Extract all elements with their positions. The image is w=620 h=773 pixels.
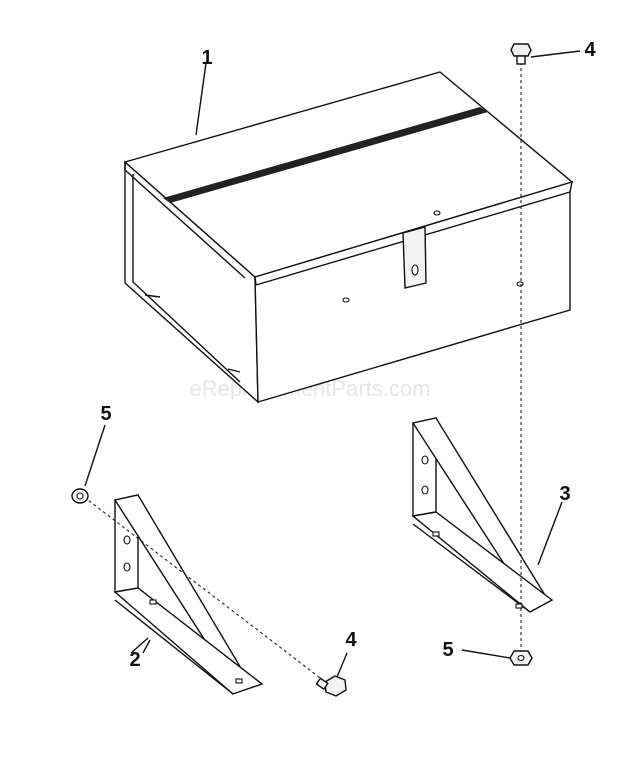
leader-4-bottom [336, 652, 348, 678]
leader-2b [130, 637, 149, 654]
left-bracket [113, 494, 264, 695]
box-hole-top [433, 210, 441, 216]
bolt-bottom-shank [315, 677, 329, 691]
callout-3: 3 [559, 483, 570, 505]
callout-4-top: 4 [584, 39, 596, 61]
right-bracket-hole-1 [421, 455, 429, 465]
right-bracket-edge [412, 523, 531, 613]
bolt-top-shank [516, 55, 526, 65]
right-bracket-slot-2 [515, 603, 523, 609]
left-bracket-bottom-flange [113, 587, 264, 695]
bolt-bottom-head [324, 675, 347, 697]
left-bracket-slot-1 [149, 599, 157, 605]
left-bracket-edge [114, 599, 234, 695]
box-lid-seam [163, 107, 488, 203]
callout-4-bottom: 4 [345, 629, 357, 651]
box-hole-front-left [342, 297, 350, 303]
leader-3 [537, 501, 563, 566]
box-latch [402, 226, 427, 289]
callout-5-left: 5 [100, 403, 111, 425]
leader-2 [142, 639, 151, 654]
box-left-face-inner [132, 174, 241, 383]
left-bracket-hole-1 [123, 535, 131, 545]
right-bracket [411, 417, 554, 613]
leader-5-right [461, 649, 511, 659]
right-bracket-hole-2 [421, 485, 429, 495]
left-bracket-slot-2 [235, 678, 243, 684]
nut-left-hole [76, 492, 84, 500]
box-left-slot-2 [227, 368, 241, 373]
nut-right [509, 650, 533, 666]
assembly-line-left [83, 496, 333, 688]
left-bracket-hole-2 [123, 562, 131, 572]
right-bracket-bottom-flange [411, 511, 554, 613]
nut-right-hole [517, 654, 525, 662]
box-lid-left-lip [124, 162, 246, 279]
box-left-slot [144, 294, 161, 298]
nut-left [71, 488, 89, 504]
right-bracket-slot-1 [432, 531, 440, 537]
callout-2: 2 [129, 649, 140, 671]
leader-1 [195, 62, 207, 136]
bolt-bottom [315, 675, 347, 697]
bolt-top [510, 43, 532, 65]
leader-5-left [84, 424, 106, 487]
leader-4-top [530, 50, 581, 58]
callout-1: 1 [201, 47, 212, 69]
box-hole-front-right [516, 281, 524, 287]
box-latch-hole [411, 264, 419, 276]
storage-box [123, 71, 574, 404]
callout-5-right: 5 [442, 639, 453, 661]
bolt-top-head [510, 43, 532, 57]
